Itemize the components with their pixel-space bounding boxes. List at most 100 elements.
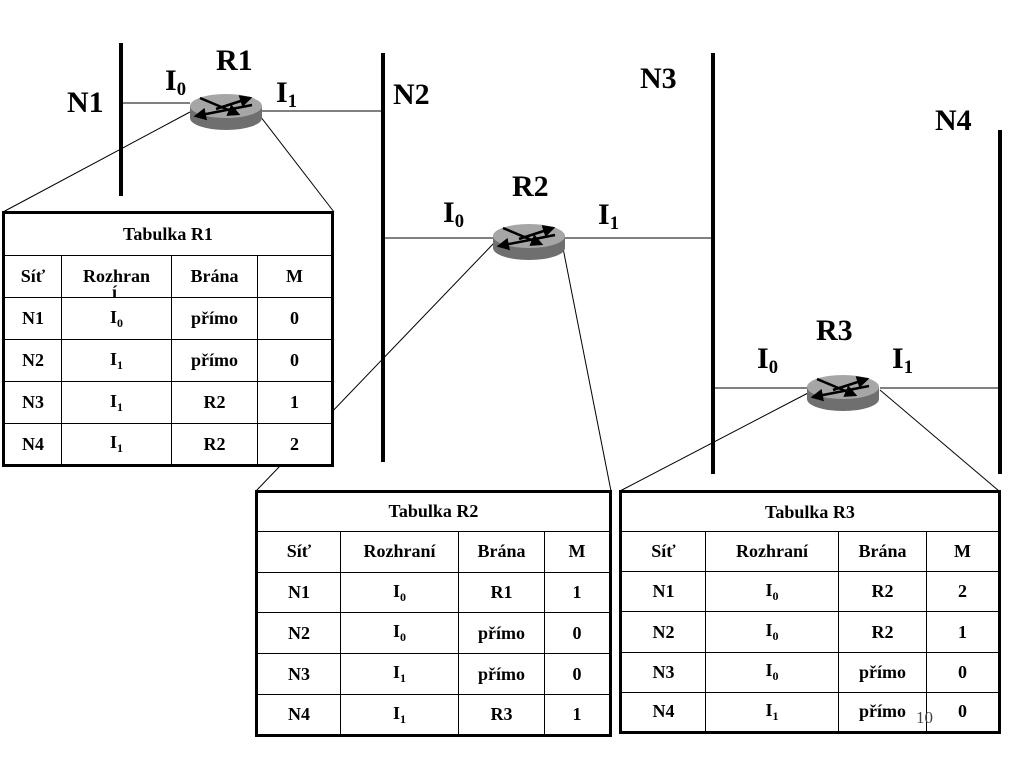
col-header-net: Síť [256, 530, 341, 573]
table-row: N2 I1 přímo 0 [3, 339, 333, 382]
cell-gateway: přímo [838, 651, 927, 693]
table-title: Tabulka R3 [620, 490, 1000, 533]
cell-net: N1 [256, 571, 341, 614]
callout-r1-right [256, 111, 335, 213]
router-label-r3: R3 [816, 314, 853, 347]
cell-net: N4 [256, 694, 341, 736]
cell-gateway: přímo [458, 653, 545, 696]
r2-interface-0-label: I0 [443, 196, 464, 233]
network-label-n3: N3 [640, 62, 677, 95]
cell-net: N1 [620, 571, 706, 613]
router-r3-icon [807, 375, 879, 411]
cell-gateway: R2 [838, 611, 927, 653]
table-row: N3 I1 přímo 0 [256, 653, 611, 696]
cell-metric: 1 [544, 571, 611, 614]
table-row: N1 I0 R1 1 [256, 571, 611, 614]
page-number: 10 [916, 708, 933, 727]
cell-gateway: přímo [171, 297, 258, 340]
router-r1-icon [190, 94, 262, 130]
cell-interface: I0 [61, 297, 172, 340]
callout-r3-right [879, 389, 1000, 492]
cell-gateway: R2 [171, 381, 258, 424]
table-row: N2 I0 R2 1 [620, 611, 1000, 653]
cell-net: N4 [3, 423, 62, 466]
table-title: Tabulka R2 [256, 491, 611, 532]
cell-interface: I0 [340, 571, 459, 614]
col-header-gateway: Brána [458, 530, 545, 573]
col-header-metric: M [544, 530, 611, 573]
router-r2-icon [493, 224, 565, 260]
cell-net: N1 [3, 297, 62, 340]
cell-net: N2 [3, 339, 62, 382]
network-label-n4: N4 [935, 104, 972, 137]
cell-net: N3 [256, 653, 341, 696]
cell-interface: I1 [705, 691, 839, 734]
cell-metric: 0 [926, 651, 1000, 693]
r1-interface-1-label: I1 [276, 76, 297, 113]
cell-interface: I0 [340, 612, 459, 655]
col-header-metric: M [257, 255, 333, 298]
cell-interface: I0 [705, 651, 839, 693]
cell-gateway: R2 [171, 423, 258, 466]
table-row: N2 I0 přímo 0 [256, 612, 611, 655]
table-row: N3 I1 R2 1 [3, 381, 333, 424]
cell-gateway: přímo [838, 691, 927, 734]
col-header-interface: Rozhraní [705, 531, 839, 573]
cell-metric: 1 [544, 694, 611, 736]
table-title: Tabulka R1 [3, 212, 333, 256]
cell-interface: I1 [61, 381, 172, 424]
cell-metric: 0 [544, 653, 611, 696]
table-row: N3 I0 přímo 0 [620, 651, 1000, 693]
table-row: N4 I1 R2 2 [3, 423, 333, 466]
r1-interface-0-label: I0 [165, 64, 186, 101]
cell-metric: 0 [926, 691, 1000, 734]
cell-net: N4 [620, 691, 706, 734]
col-header-metric: M [926, 531, 1000, 573]
col-header-net: Síť [3, 255, 62, 298]
callout-r3-left [619, 392, 809, 492]
callout-r1-left [2, 111, 191, 213]
cell-metric: 1 [257, 381, 333, 424]
network-label-n2: N2 [393, 78, 430, 111]
router-label-r1: R1 [216, 44, 253, 77]
cell-metric: 1 [926, 611, 1000, 653]
cell-net: N2 [256, 612, 341, 655]
col-header-net: Síť [620, 531, 706, 573]
network-label-n1: N1 [67, 86, 104, 119]
col-header-gateway: Brána [171, 255, 258, 298]
cell-interface: I1 [340, 694, 459, 736]
cell-gateway: R2 [838, 571, 927, 613]
cell-interface: I1 [61, 339, 172, 382]
r3-interface-1-label: I1 [892, 342, 913, 379]
cell-interface: I1 [340, 653, 459, 696]
router-label-r2: R2 [512, 170, 549, 203]
r3-interface-0-label: I0 [757, 342, 778, 379]
cell-net: N3 [620, 651, 706, 693]
cell-metric: 0 [257, 339, 333, 382]
cell-metric: 2 [926, 571, 1000, 613]
cell-net: N3 [3, 381, 62, 424]
cell-interface: I0 [705, 611, 839, 653]
cell-gateway: R3 [458, 694, 545, 736]
cell-gateway: přímo [458, 612, 545, 655]
routing-table-r2: Tabulka R2 Síť Rozhraní Brána M N1 I0 R1… [255, 490, 612, 737]
cell-interface: I1 [61, 423, 172, 466]
cell-gateway: R1 [458, 571, 545, 614]
r2-interface-1-label: I1 [598, 198, 619, 235]
callout-r2-right [561, 242, 612, 492]
cell-net: N2 [620, 611, 706, 653]
table-row: N4 I1 R3 1 [256, 694, 611, 736]
routing-table-r3: Tabulka R3 Síť Rozhraní Brána M N1 I0 R2… [619, 490, 1001, 734]
cell-gateway: přímo [171, 339, 258, 382]
col-header-interface-wrap: í [112, 282, 118, 302]
col-header-gateway: Brána [838, 531, 927, 573]
col-header-interface: Rozhraní [340, 530, 459, 573]
cell-metric: 2 [257, 423, 333, 466]
table-row: N4 I1 přímo 0 [620, 691, 1000, 734]
cell-interface: I0 [705, 571, 839, 613]
cell-metric: 0 [257, 297, 333, 340]
cell-metric: 0 [544, 612, 611, 655]
table-row: N1 I0 R2 2 [620, 571, 1000, 613]
